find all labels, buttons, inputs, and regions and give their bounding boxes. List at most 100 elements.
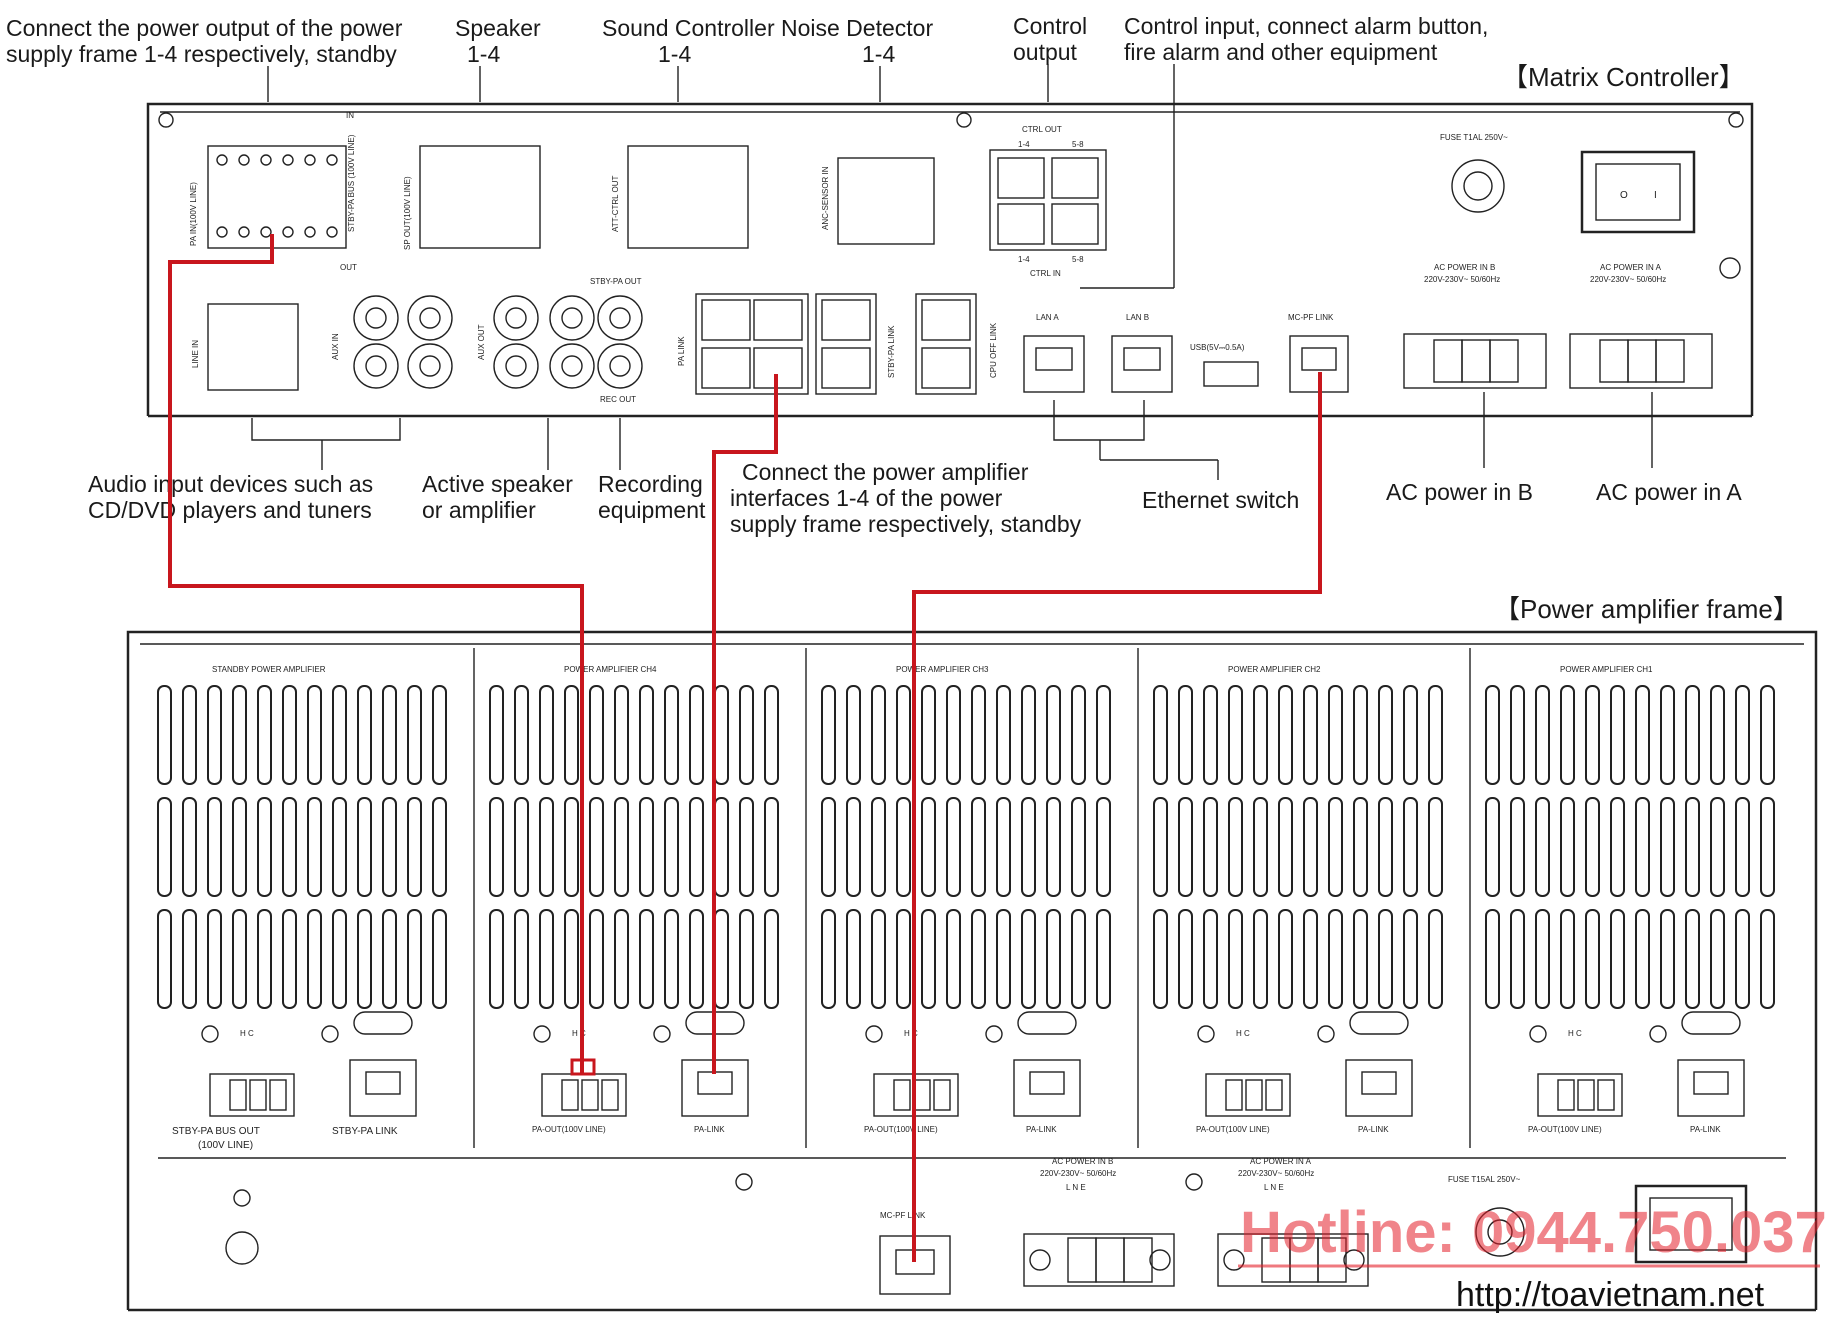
svg-text:Speaker: Speaker [455,15,541,41]
vent-slot [1510,797,1525,897]
vent-slot [689,797,704,897]
svg-text:http://toavietnam.net: http://toavietnam.net [1456,1276,1765,1314]
vent-slot [971,797,986,897]
matrix-ac-power-b: AC POWER IN B 220V-230V~ 50/60Hz [1403,263,1547,389]
vent-slot [332,685,347,785]
screw-icon [865,1025,883,1043]
vent-slot [282,797,297,897]
svg-text:OUT: OUT [340,263,357,272]
vent-slot [1228,797,1243,897]
power-amplifier-frame [126,630,1818,1312]
ground-icon [1719,257,1741,279]
vent-slot [589,797,604,897]
vent-slot [382,909,397,1009]
vent-slot [1510,909,1525,1009]
terminal-screw [326,154,338,166]
power-switch: O I [1580,150,1696,234]
vent-slot [1153,797,1168,897]
aux-in-rca: AUX IN [331,295,453,389]
vent-slot [1203,797,1218,897]
vent-slot [996,909,1011,1009]
pa-out-terminal [209,1073,295,1117]
vent-slot [739,797,754,897]
vent-slot [896,797,911,897]
svg-text:supply frame respectively, sta: supply frame respectively, standby [730,511,1082,537]
vent-slot [407,685,422,785]
vent-slot [1096,685,1111,785]
vent-slot [1560,797,1575,897]
vent-slot [1228,909,1243,1009]
svg-text:AUX IN: AUX IN [331,333,340,360]
svg-text:ANC-SENSOR IN: ANC-SENSOR IN [821,166,830,230]
power-frame-title: 【Power amplifier frame】 [1494,594,1799,624]
callout-sound-controller: Sound Controller Noise Detector 1-4 1-4 [602,15,933,67]
vent-slot [846,797,861,897]
vent-slot [157,797,172,897]
callout-speaker: Speaker 1-4 [455,15,541,67]
usb-port: USB(5V⎓0.5A) [1190,343,1259,387]
vent-slot [1278,909,1293,1009]
vent-slot [1178,797,1193,897]
vent-slot [664,797,679,897]
vent-slot [614,685,629,785]
line-in-terminal: LINE IN [191,303,299,391]
vent-slot [514,685,529,785]
screw-icon [1317,1025,1335,1043]
vent-slot [946,797,961,897]
vent-slot [1585,797,1600,897]
hc-label: H C [572,1029,586,1038]
vent-slot [1328,909,1343,1009]
svg-text:CTRL OUT: CTRL OUT [1022,125,1062,134]
svg-text:220V-230V~ 50/60Hz: 220V-230V~ 50/60Hz [1590,275,1666,284]
vent-slot [407,797,422,897]
svg-text:ATT-CTRL OUT: ATT-CTRL OUT [611,175,620,232]
screw-icon [225,1231,259,1265]
svg-text:interfaces 1-4 of the power: interfaces 1-4 of the power [730,485,1003,511]
mid-leader-lines [251,392,1653,480]
svg-text:Audio input devices such as: Audio input devices such as [88,471,373,497]
ctrl-ports: CTRL OUT 1-4 5-8 1-4 5-8 CTRL IN [989,125,1107,278]
vent-slot [1303,797,1318,897]
vent-slot [564,909,579,1009]
vent-slot [1428,685,1443,785]
vent-slot [1428,797,1443,897]
vent-slot [357,685,372,785]
section-heading: STANDBY POWER AMPLIFIER [212,665,326,674]
vent-slot [1660,909,1675,1009]
vent-slot [307,685,322,785]
vent-slot [639,797,654,897]
vent-slot [871,797,886,897]
vent-slot [871,909,886,1009]
callout-pa-interfaces: Connect the power amplifier interfaces 1… [730,459,1082,537]
vent-slot [846,685,861,785]
terminal-pin [933,1079,951,1111]
svg-text:Recording: Recording [598,471,703,497]
svg-text:PA IN(100V LINE): PA IN(100V LINE) [189,182,198,246]
svg-text:IN: IN [346,111,354,120]
pa-out-terminal [1537,1073,1623,1117]
terminal-pin [1225,1079,1243,1111]
vent-slot [232,797,247,897]
svg-text:1-4: 1-4 [467,41,500,67]
vent-slot [564,797,579,897]
vent-slot [1735,909,1750,1009]
vent-slot [539,909,554,1009]
pa-out-caption: PA-OUT(100V LINE) [532,1125,606,1134]
vent-slot [1635,685,1650,785]
vent-slot [257,685,272,785]
vent-slot [564,685,579,785]
vent-slot [232,909,247,1009]
vent-slot [182,909,197,1009]
vent-slot [539,685,554,785]
terminal-pin [1577,1079,1595,1111]
rj45-socket [1361,1071,1397,1095]
screw-icon [956,112,972,128]
svg-text:AC POWER IN A: AC POWER IN A [1250,1157,1312,1166]
screw-icon [653,1025,671,1043]
vent-slot [514,797,529,897]
vent-slot [1660,797,1675,897]
svg-text:CTRL IN: CTRL IN [1030,269,1061,278]
frame-fuse-switch: FUSE T15AL 250V~ [1448,1175,1748,1264]
frame-bottom-strip [225,1173,1203,1265]
